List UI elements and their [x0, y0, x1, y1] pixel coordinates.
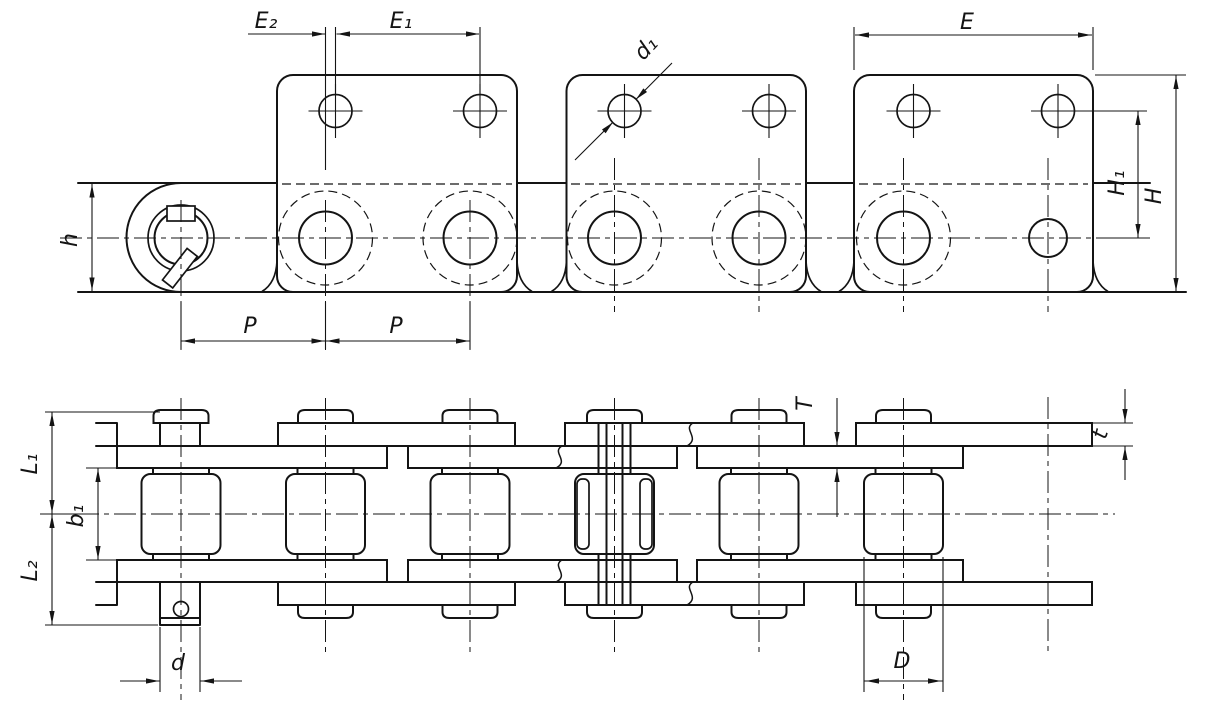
- dim-label-h: h: [58, 233, 83, 247]
- dim-label-h1: H₁: [1105, 170, 1130, 195]
- dim-h-cap: H: [1095, 74, 1186, 292]
- dim-label-d: d: [171, 651, 186, 676]
- dim-e: E: [853, 10, 1094, 70]
- plan-view: L₁ L₂ b₁ T t: [18, 389, 1133, 700]
- dim-h1: H₁: [1076, 110, 1147, 239]
- dim-label-d-cap: D: [894, 649, 911, 674]
- dim-d: d: [120, 627, 242, 692]
- break-marks: [555, 422, 694, 606]
- dim-l2: L₂: [18, 514, 158, 626]
- dim-label-l2: L₂: [18, 560, 43, 581]
- centerlines-plan-view: [40, 397, 1115, 700]
- dim-label-h-cap: H: [1142, 188, 1167, 205]
- centerlines-side-view: [60, 158, 1150, 350]
- sectioned-pin: [576, 422, 653, 606]
- side-view: E₂ E₁ E d₁ H: [58, 9, 1187, 350]
- dim-t-cap: T: [793, 396, 840, 517]
- dim-label-e: E: [960, 10, 974, 35]
- dim-label-p-right: P: [389, 314, 403, 339]
- dim-d-cap: D: [863, 557, 944, 692]
- dim-label-d1: d₁: [629, 32, 663, 66]
- dim-p: P P: [180, 302, 471, 349]
- dim-h: h: [58, 183, 95, 292]
- dim-l1: L₁: [18, 411, 160, 515]
- dim-label-t-cap: T: [793, 396, 818, 411]
- attachment-holes: [308, 84, 1085, 138]
- dim-e1: E₁: [334, 9, 481, 93]
- dim-e2: E₂: [248, 9, 327, 170]
- pin-heads-top: [152, 409, 932, 424]
- outer-plates: [95, 422, 1093, 606]
- dim-t: t: [1088, 389, 1133, 480]
- dim-label-e2: E₂: [255, 9, 278, 34]
- dim-b1: b₁: [64, 467, 142, 561]
- dim-label-p-left: P: [243, 314, 257, 339]
- dim-label-b1: b₁: [64, 505, 89, 528]
- dim-label-e1: E₁: [390, 9, 413, 34]
- dim-label-l1: L₁: [18, 453, 43, 474]
- cotter-pin-leg: [161, 247, 199, 290]
- inner-plates: [116, 445, 964, 583]
